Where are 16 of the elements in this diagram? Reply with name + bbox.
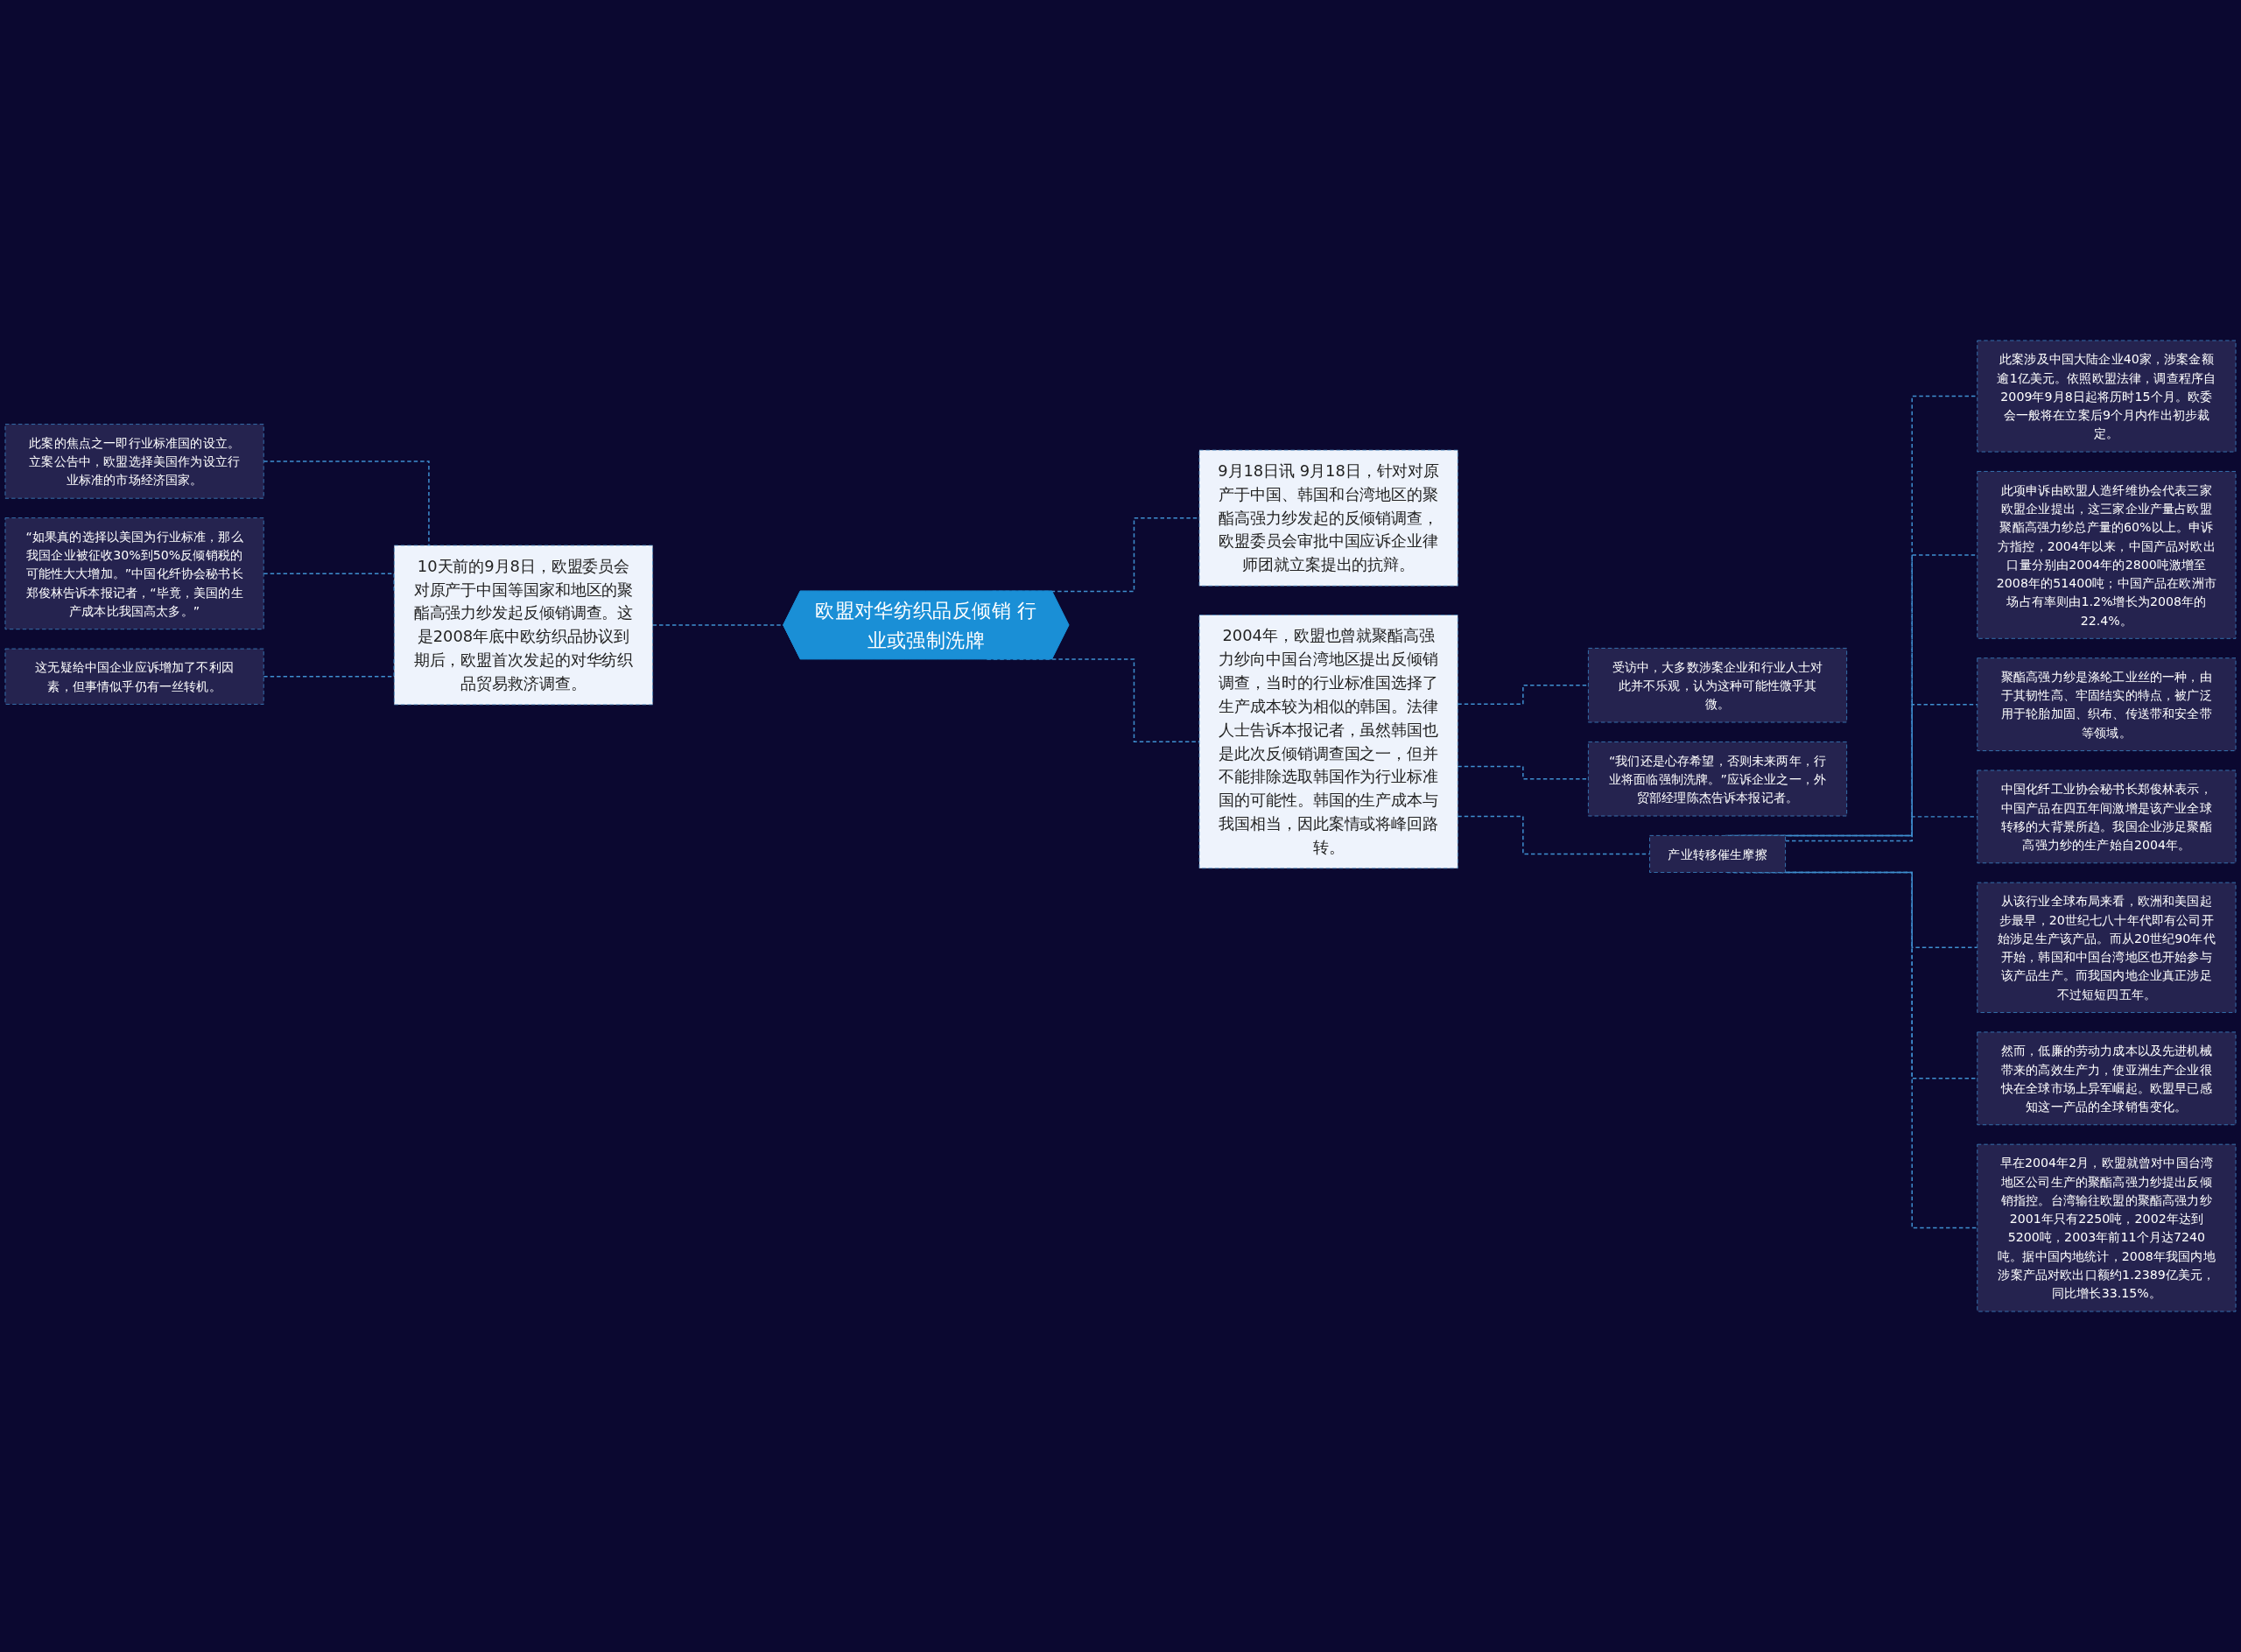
node-box: 此案涉及中国大陆企业40家，涉案金额逾1亿美元。依照欧盟法律，调查程序自2009年9月8日起将历时15个月。欧委会一般将在立案后9个月内作出初步裁定。 — [1977, 340, 2237, 453]
node-box: 然而，低廉的劳动力成本以及先进机械带来的高效生产力，使亚洲生产企业很快在全球市场上异军崛起。欧盟早已感知这一产品的全球销售变化。 — [1977, 1031, 2237, 1126]
node-box: 这无疑给中国企业应诉增加了不利因素，但事情似乎仍有一丝转机。 — [4, 648, 264, 705]
node-box: 此案的焦点之一即行业标准国的设立。立案公告中，欧盟选择美国作为设立行业标准的市场经济国家。 — [4, 424, 264, 499]
node-box: “我们还是心存希望，否则未来两年，行业将面临强制洗牌。”应诉企业之一，外贸部经理陈杰告诉本报记者。 — [1588, 742, 1848, 817]
node-box: 2004年，欧盟也曾就聚酯高强力纱向中国台湾地区提出反倾销调查，当时的行业标准国选择了生产成本较为相似的韩国。法律人士告诉本报记者，虽然韩国也是此次反倾销调查国之一，但并不能排除选取韩国作为行业标准国的可能性。韩国的生产成本与我国相当，因此案情或将峰回路转。 — [1198, 615, 1458, 869]
node-box: 产业转移催生摩擦 — [1649, 835, 1786, 873]
node-box: 受访中，大多数涉案企业和行业人士对此并不乐观，认为这种可能性微乎其微。 — [1588, 648, 1848, 723]
node-box: 9月18日讯 9月18日，针对对原产于中国、韩国和台湾地区的聚酯高强力纱发起的反倾销调查，欧盟委员会审批中国应诉企业律师团就立案提出的抗辩。 — [1198, 449, 1458, 587]
node-box: 聚酯高强力纱是涤纶工业丝的一种，由于其韧性高、牢固结实的特点，被广泛用于轮胎加固、织布、传送带和安全带等领域。 — [1977, 657, 2237, 751]
node-box: 中国化纤工业协会秘书长郑俊林表示，中国产品在四五年间激增是该产业全球转移的大背景所趋。我国企业涉足聚酯高强力纱的生产始自2004年。 — [1977, 770, 2237, 864]
node-box: 早在2004年2月，欧盟就曾对中国台湾地区公司生产的聚酯高强力纱提出反倾销指控。台湾输往欧盟的聚酯高强力纱2001年只有2250吨，2002年达到5200吨，2003年前11个月达7240吨。据中国内地统计，2008年我国内地涉案产品对欧出口额约1.2389亿美元，同比增长33.15%。 — [1977, 1143, 2237, 1312]
node-box: 此项申诉由欧盟人造纤维协会代表三家欧盟企业提出，这三家企业产量占欧盟聚酯高强力纱总产量的60%以上。申诉方指控，2004年以来，中国产品对欧出口量分别由2004年的2800吨激增至2008年的51400吨；中国产品在欧洲市场占有率则由1.2%增长为2008年的22.4%。 — [1977, 471, 2237, 639]
node-box: “如果真的选择以美国为行业标准，那么我国企业被征收30%到50%反倾销税的可能性大大增加。”中国化纤协会秘书长郑俊林告诉本报记者，“毕竟，美国的生产成本比我国高太多。” — [4, 517, 264, 630]
node-box: 从该行业全球布局来看，欧洲和美国起步最早，20世纪七八十年代即有公司开始涉足生产该产品。而从20世纪90年代开始，韩国和中国台湾地区也开始参与该产品生产。而我国内地企业真正涉足不过短短四五年。 — [1977, 882, 2237, 1013]
node-box: 10天前的9月8日，欧盟委员会对原产于中国等国家和地区的聚酯高强力纱发起反倾销调查。这是2008年底中欧纺织品协议到期后，欧盟首次发起的对华纺织品贸易救济调查。 — [393, 545, 653, 706]
